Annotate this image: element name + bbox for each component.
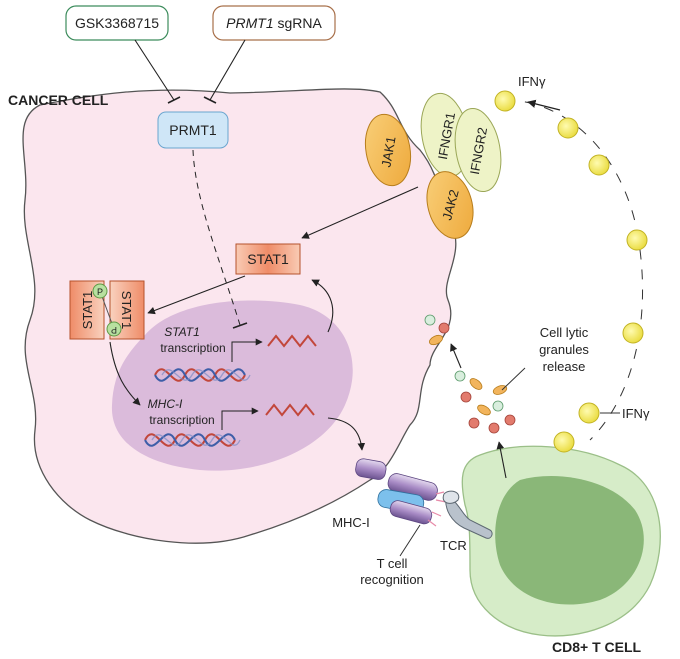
ifng-molecules bbox=[494, 90, 648, 453]
tcell-to-granules-arrow bbox=[496, 441, 507, 479]
stat1-tx-start-arrow bbox=[231, 338, 263, 362]
sgrna-inhibition-line bbox=[209, 39, 246, 101]
mhc-mrna bbox=[265, 403, 315, 417]
tcr-label: TCR bbox=[440, 538, 467, 553]
stat1-dna-helix bbox=[154, 368, 251, 382]
ifng-ball bbox=[578, 402, 600, 424]
phospho-label-bottom: P bbox=[111, 325, 117, 335]
gsk-inhibitor-label: GSK3368715 bbox=[75, 15, 159, 31]
nucleus bbox=[111, 300, 353, 471]
ifng-ball bbox=[588, 154, 610, 176]
t-cell-title: CD8+ T CELL bbox=[552, 639, 642, 655]
ifng-ball bbox=[557, 117, 579, 139]
prmt1-protein bbox=[157, 111, 229, 149]
granule bbox=[492, 385, 508, 395]
mhc-to-membrane-arrow bbox=[327, 417, 366, 451]
ifng-arrow bbox=[527, 99, 561, 111]
granule bbox=[454, 370, 466, 382]
ifng-ball bbox=[626, 229, 648, 251]
mhc-tx-start-arrow bbox=[221, 407, 259, 430]
granule bbox=[424, 314, 436, 326]
granule bbox=[488, 422, 500, 434]
recognition-pointer bbox=[399, 524, 421, 557]
stat1-dimer-right-label: STAT1 bbox=[119, 291, 134, 330]
stat1-tx-gene: STAT1 bbox=[164, 325, 200, 339]
mhc1-complex bbox=[355, 458, 438, 525]
jak2-protein bbox=[426, 171, 474, 239]
stat1-dimer: STAT1 STAT1 P P bbox=[69, 280, 145, 340]
tcr-head bbox=[442, 490, 460, 504]
prmt1-label: PRMT1 bbox=[169, 122, 217, 138]
gsk-inhibitor-box bbox=[65, 5, 169, 41]
ifng-dashed-path bbox=[504, 99, 643, 441]
mhc-dna-helix bbox=[144, 433, 241, 447]
granules-label-line1: Cell lytic bbox=[540, 325, 589, 340]
tcr-receptor bbox=[442, 490, 493, 539]
t-cell-nucleus bbox=[495, 475, 644, 605]
prmt1-dashed-inhibition bbox=[192, 149, 241, 326]
cancer-cell-title: CANCER CELL bbox=[8, 92, 109, 108]
stat1-tx-word: transcription bbox=[160, 341, 225, 355]
ifng-ball bbox=[622, 322, 644, 344]
jak-to-stat1-arrow bbox=[301, 186, 419, 239]
ifng-label-top: IFNγ bbox=[518, 74, 546, 89]
dimer-to-nucleus-arrow bbox=[109, 341, 141, 406]
mhc1-tube-small bbox=[355, 458, 387, 480]
granule bbox=[468, 417, 480, 429]
mhc-tx-word: transcription bbox=[149, 413, 214, 427]
granules-label-line2: granules bbox=[539, 342, 589, 357]
phospho-group-top bbox=[92, 283, 108, 299]
granule bbox=[477, 404, 491, 416]
sgrna-inhibition-bar bbox=[203, 96, 217, 104]
granule bbox=[460, 391, 472, 403]
sgrna-box bbox=[212, 5, 336, 41]
jak1-label: JAK1 bbox=[378, 135, 398, 168]
recognition-line2: recognition bbox=[360, 572, 424, 587]
stat1-to-dimer-arrow bbox=[147, 275, 246, 315]
tcr-arm bbox=[445, 495, 493, 539]
receptor-complex: JAK1 IFNGR1 IFNGR2 JAK2 bbox=[364, 92, 502, 239]
recognition-line1: T cell bbox=[377, 556, 408, 571]
gsk-inhibition-bar bbox=[167, 96, 181, 104]
mhc1-label: MHC-I bbox=[332, 515, 370, 530]
phospho-group-bottom bbox=[106, 321, 122, 337]
mhc-tx-gene: MHC-I bbox=[148, 397, 183, 411]
sgrna-label: PRMT1 sgRNA bbox=[226, 15, 322, 31]
lytic-granules bbox=[424, 314, 516, 434]
granules-label-line3: release bbox=[543, 359, 586, 374]
stat1-dimer-left-label: STAT1 bbox=[80, 291, 95, 330]
prmt1-inhibition-bar bbox=[232, 322, 248, 329]
granule bbox=[492, 400, 504, 412]
granule bbox=[429, 334, 443, 346]
stat1-label: STAT1 bbox=[247, 251, 289, 267]
granule bbox=[438, 322, 450, 334]
gsk-inhibition-line bbox=[134, 39, 175, 101]
granule bbox=[469, 378, 483, 390]
granule bbox=[504, 414, 516, 426]
granules-label-pointer bbox=[501, 367, 526, 391]
stat1-feedback-arrow bbox=[311, 279, 334, 333]
ifng-label-bottom: IFNγ bbox=[622, 406, 650, 421]
ifng-ball bbox=[553, 431, 575, 453]
stat1-mrna bbox=[267, 334, 317, 348]
mhc1-tube-lower bbox=[389, 500, 433, 525]
phospho-label-top: P bbox=[97, 287, 103, 297]
stat1-protein bbox=[235, 243, 301, 275]
ifng-ball bbox=[494, 90, 516, 112]
granules-to-cancer-arrow bbox=[450, 343, 462, 369]
jak1-protein bbox=[364, 113, 412, 187]
ifngr2-protein bbox=[454, 107, 502, 193]
